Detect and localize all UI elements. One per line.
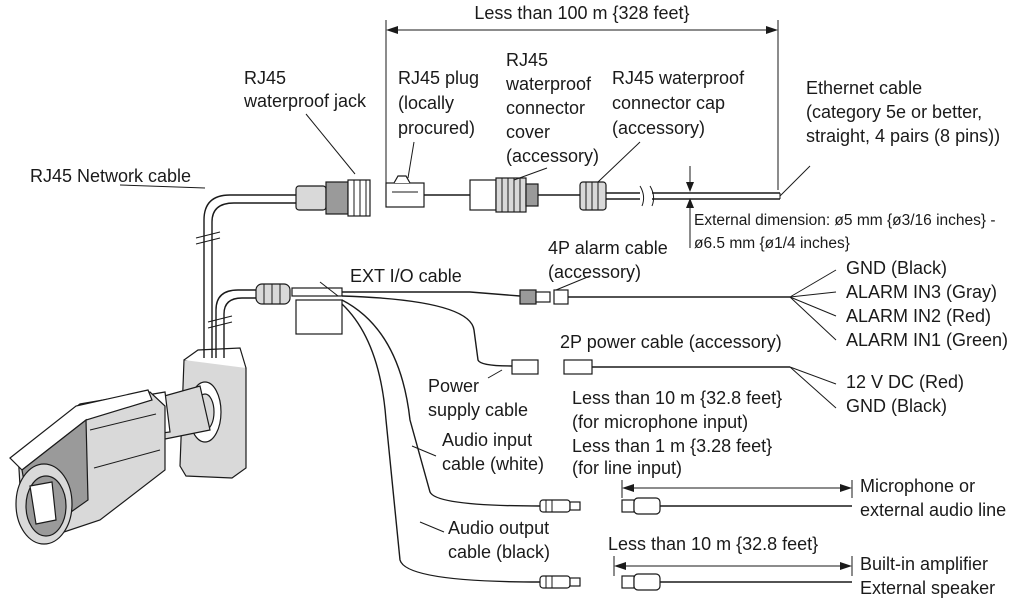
- ethernet-leader: [779, 165, 811, 197]
- label-network-cable: RJ45 Network cable: [30, 166, 191, 186]
- camera-cables: [195, 194, 300, 358]
- label-ethernet-line3: straight, 4 pairs (8 pins)): [806, 126, 1000, 146]
- label-ext-dim-line1: External dimension: ø5 mm {ø3/16 inches}…: [694, 212, 996, 229]
- rj45-connector-cover: [469, 177, 580, 213]
- external-dimension-marker: [686, 166, 694, 248]
- label-cover-line5: (accessory): [506, 146, 599, 166]
- label-speaker-line1: Built-in amplifier: [860, 554, 988, 574]
- label-gnd-black-2: GND (Black): [846, 396, 947, 416]
- label-alarm-cable-line1: 4P alarm cable: [548, 238, 668, 258]
- label-mic-length-line2: (for microphone input): [572, 412, 748, 432]
- speaker-device-cable: [613, 556, 853, 591]
- label-cap-line3: (accessory): [612, 118, 705, 138]
- label-cover-line4: cover: [506, 122, 550, 142]
- label-length-100m: Less than 100 m {328 feet}: [474, 3, 689, 23]
- audio-output-leader: [419, 521, 445, 533]
- label-gnd-black: GND (Black): [846, 258, 947, 278]
- label-microphone-line1: Microphone or: [860, 476, 975, 496]
- audio-output-connector: [539, 575, 581, 589]
- label-audio-output-line1: Audio output: [448, 518, 549, 538]
- label-cap-line1: RJ45 waterproof: [612, 68, 745, 88]
- label-audio-input-line1: Audio input: [442, 430, 532, 450]
- ext-io-branch-cables: [341, 291, 541, 583]
- rj45-plug: [385, 175, 470, 208]
- label-rj45-jack-line1: RJ45: [244, 68, 286, 88]
- microphone-device-cable: [621, 480, 853, 515]
- rj45-connector-cap: [579, 181, 781, 211]
- power-cable-2p: [487, 359, 837, 409]
- alarm-cable-4p: [519, 269, 837, 341]
- label-power-cable-2p: 2P power cable (accessory): [560, 332, 782, 352]
- label-audio-input-line2: cable (white): [442, 454, 544, 474]
- label-ethernet-line1: Ethernet cable: [806, 78, 922, 98]
- audio-input-connector: [539, 499, 581, 513]
- label-alarm-in1: ALARM IN1 (Green): [846, 330, 1008, 350]
- label-ethernet-line2: (category 5e or better,: [806, 102, 982, 122]
- label-power-supply-line1: Power: [428, 376, 479, 396]
- label-ext-io: EXT I/O cable: [350, 266, 462, 286]
- ext-io-connector: [255, 281, 343, 335]
- label-alarm-cable-line2: (accessory): [548, 262, 641, 282]
- label-cover-line1: RJ45: [506, 50, 548, 70]
- label-alarm-in3: ALARM IN3 (Gray): [846, 282, 997, 302]
- rj45-waterproof-jack: [295, 179, 371, 217]
- camera-illustration: [9, 347, 247, 545]
- label-audio-output-line2: cable (black): [448, 542, 550, 562]
- label-rj45-plug-line1: RJ45 plug: [398, 68, 479, 88]
- rj45-leaders: [119, 113, 641, 189]
- label-ext-dim-line2: ø6.5 mm {ø1/4 inches}: [694, 235, 850, 252]
- label-microphone-line2: external audio line: [860, 500, 1006, 520]
- label-cover-line2: waterproof: [505, 74, 592, 94]
- label-speaker-length: Less than 10 m {32.8 feet}: [608, 534, 818, 554]
- label-rj45-plug-line2: (locally: [398, 93, 454, 113]
- label-power-supply-line2: supply cable: [428, 400, 528, 420]
- label-mic-length-line1: Less than 10 m {32.8 feet}: [572, 388, 782, 408]
- label-cover-line3: connector: [506, 98, 585, 118]
- label-rj45-jack-line2: waterproof jack: [243, 91, 367, 111]
- length-100m-dimension: [385, 20, 779, 190]
- label-mic-length-line4: (for line input): [572, 458, 682, 478]
- label-rj45-plug-line3: procured): [398, 118, 475, 138]
- audio-input-leader: [411, 445, 437, 457]
- label-speaker-line2: External speaker: [860, 578, 995, 598]
- label-mic-length-line3: Less than 1 m {3.28 feet}: [572, 436, 772, 456]
- label-cap-line2: connector cap: [612, 93, 725, 113]
- label-12v-dc: 12 V DC (Red): [846, 372, 964, 392]
- label-alarm-in2: ALARM IN2 (Red): [846, 306, 991, 326]
